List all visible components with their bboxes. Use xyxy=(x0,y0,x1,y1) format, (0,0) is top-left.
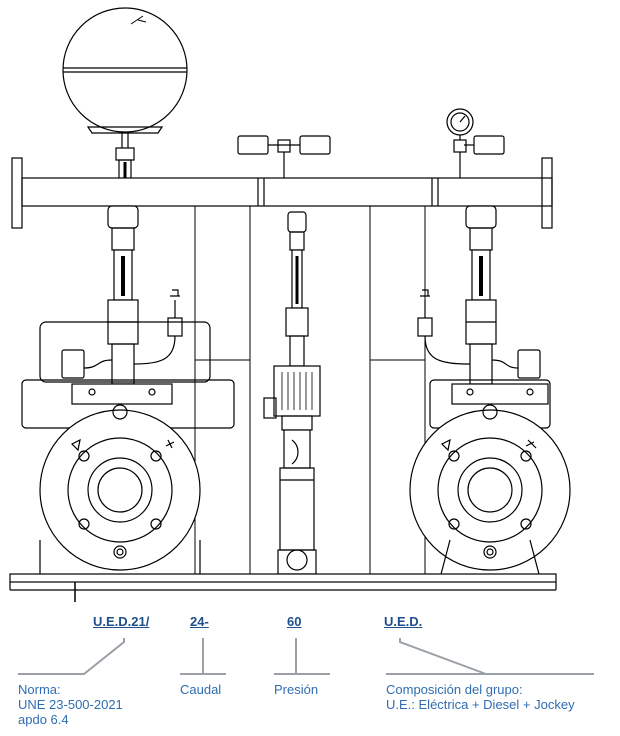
main-pump-right xyxy=(409,205,571,579)
label-composicion: Composición del grupo: U.E.: Eléctrica +… xyxy=(386,682,575,712)
code-system: U.E.D.21/ xyxy=(93,614,150,629)
label-norma-line2: UNE 23-500-2021 xyxy=(18,697,123,712)
leader-lines xyxy=(18,638,594,675)
main-pump-left xyxy=(21,205,235,578)
collector-manifold xyxy=(11,157,553,229)
jockey-pump xyxy=(263,211,321,575)
label-presion: Presión xyxy=(274,682,319,697)
label-norma-line1: Norma: xyxy=(18,682,61,697)
label-norma: Norma: UNE 23-500-2021 apdo 6.4 xyxy=(18,682,123,727)
pump-group-drawing xyxy=(9,7,571,602)
expansion-tank xyxy=(62,7,188,187)
label-composicion-line1: Composición del grupo: xyxy=(386,682,523,697)
code-pressure: 60 xyxy=(287,614,302,629)
pressure-switches xyxy=(237,108,505,178)
label-norma-line3: apdo 6.4 xyxy=(18,712,69,727)
label-caudal: Caudal xyxy=(180,682,222,697)
code-composition: U.E.D. xyxy=(384,614,423,629)
label-composicion-line2: U.E.: Eléctrica + Diesel + Jockey xyxy=(386,697,575,712)
base-frame xyxy=(9,573,557,602)
code-flow: 24- xyxy=(190,614,209,629)
